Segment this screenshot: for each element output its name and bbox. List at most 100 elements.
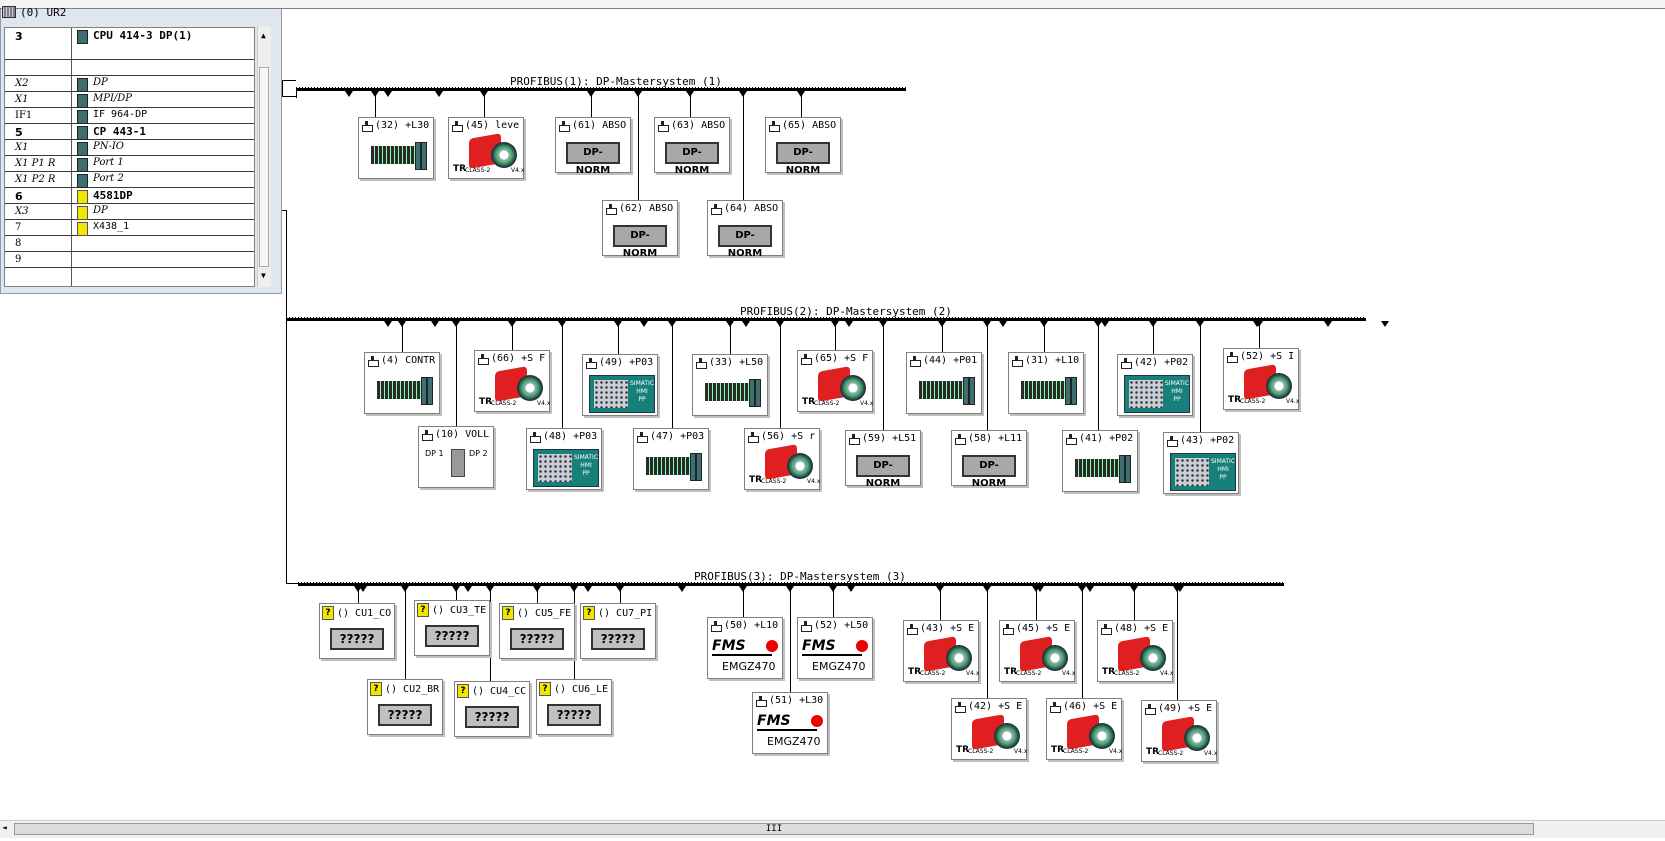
device-f7[interactable]: ?() CU6_LE????? [536,679,612,735]
horizontal-scroll-thumb[interactable]: III [14,823,1534,835]
device-header: (49) +P03 [585,357,653,369]
module-icon [77,126,88,140]
device-label: (45) +S E [1016,623,1071,634]
bus-tap [1086,586,1094,592]
device-label: (66) +S F [491,353,546,364]
bus-tap [435,91,443,97]
slave-icon [1120,357,1132,369]
device-f5[interactable]: ?() CU2_BR????? [367,679,443,735]
device-label: (62) ABSO [619,203,674,214]
device-e1[interactable]: (4) CONTR [364,352,440,414]
device-e12[interactable]: (47) +P03 [633,428,709,490]
profibus-3-line[interactable] [298,582,1284,586]
horizontal-scrollbar[interactable]: ◄ III [0,820,1665,838]
device-f2[interactable]: ?() CU3_TE????? [414,600,490,656]
device-label: () CU1_CO [337,607,392,619]
slave-icon [954,433,966,445]
bus-tap [999,321,1007,327]
device-label: (58) +L11 [968,433,1023,444]
scroll-up-icon[interactable]: ▲ [261,31,266,40]
rack-scrollbar[interactable]: ▲ ▼ [257,27,271,287]
device-e6[interactable]: (44) +P01 [906,352,982,414]
dp-norm-image: DP-NORM [962,455,1016,489]
rack-row[interactable]: 8 [5,236,254,252]
rack-slot: X3 [15,206,29,217]
device-header: (42) +P02 [1120,357,1188,369]
device-f1[interactable]: ?() CU1_CO????? [319,603,395,659]
device-e4[interactable]: (33) +L50 [692,354,768,416]
device-header: ?() CU4_CC [457,684,526,698]
device-label: (61) ABSO [572,120,627,131]
device-header: (62) ABSO [605,203,674,215]
scroll-left-icon[interactable]: ◄ [2,823,7,832]
rack-row[interactable] [5,60,254,76]
slave-icon [1100,623,1112,635]
device-f4[interactable]: ?() CU7_PI????? [580,603,656,659]
profibus-2-label: PROFIBUS(2): DP-Mastersystem (2) [740,305,952,318]
rack-module-name: PN-IO [93,141,125,152]
bus-drop-line [743,586,744,617]
rack-row[interactable]: 9 [5,252,254,268]
device-f6[interactable]: ?() CU4_CC????? [454,681,530,737]
bus-drop-line [620,586,621,603]
device-e7[interactable]: (31) +L10 [1008,352,1084,414]
device-label: (33) +L50 [709,357,764,368]
device-e16[interactable]: (41) +P02 [1062,430,1138,492]
scroll-down-icon[interactable]: ▼ [261,271,266,280]
device-label: (43) +S E [920,623,975,634]
device-f3[interactable]: ?() CU5_FE????? [499,603,575,659]
unknown-device-image: ????? [378,704,432,726]
profibus-2-line[interactable] [286,317,1366,321]
device-header: (47) +P03 [636,431,704,443]
module-icon [77,142,88,156]
slave-icon [1049,701,1061,713]
device-label: (46) +S E [1063,701,1118,712]
device-d1[interactable]: (32) +L30 [358,117,434,179]
profibus-1-line[interactable] [296,87,906,91]
rack-slot: 8 [15,238,22,249]
bus-drop-line [402,321,403,352]
rack-scroll-thumb[interactable] [259,67,269,267]
rack-title-text: (0) UR2 [20,5,67,19]
